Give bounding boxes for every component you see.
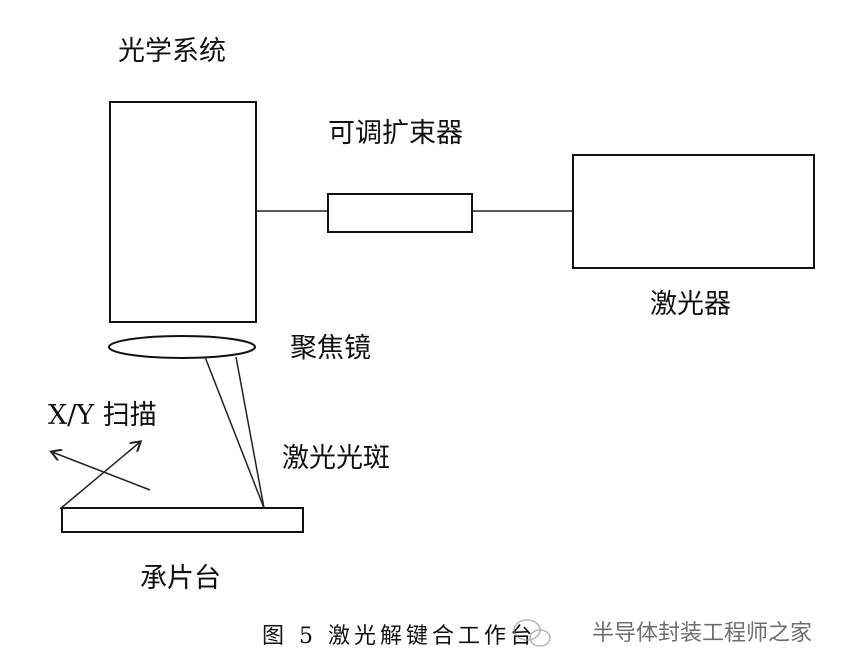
stage-label: 承片台 — [140, 563, 221, 594]
watermark-text: 半导体封装工程师之家 — [592, 621, 812, 646]
optical-system-label: 光学系统 — [118, 36, 226, 67]
xy-scan-label: X/Y 扫描 — [48, 400, 157, 431]
wechat-icon — [513, 619, 551, 647]
optical-system-box — [109, 101, 257, 323]
scan-x-arrow — [52, 452, 151, 491]
beam-expander-label: 可调扩束器 — [328, 118, 463, 149]
laser-box — [572, 154, 815, 269]
watermark: 半导体封装工程师之家 — [513, 619, 812, 647]
beam-ray-right — [235, 356, 265, 509]
focusing-lens — [108, 335, 256, 359]
laser-spot-label: 激光光斑 — [282, 443, 390, 474]
figure-caption: 图 5 激光解键合工作台 — [262, 624, 536, 649]
wafer-stage — [61, 507, 304, 533]
beam-ray-left — [204, 356, 265, 509]
beam-expander-box — [327, 193, 473, 233]
scan-y-arrow — [59, 442, 140, 510]
laser-label: 激光器 — [650, 289, 731, 320]
focusing-lens-label: 聚焦镜 — [290, 333, 371, 364]
